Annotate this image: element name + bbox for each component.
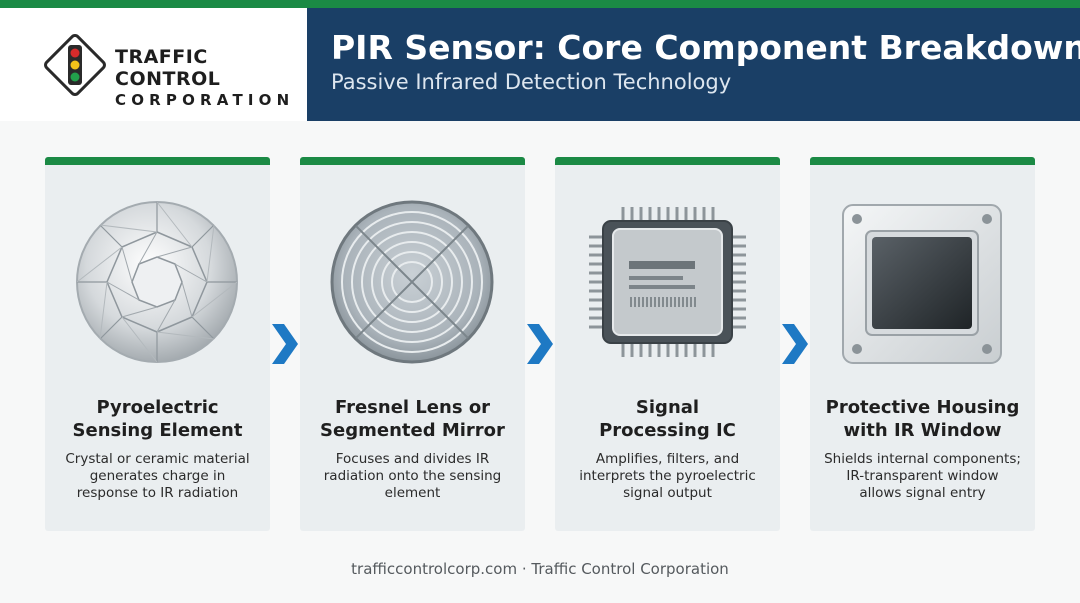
component-card-housing: Protective Housing with IR Window Shield…: [810, 157, 1035, 531]
page-subtitle: Passive Infrared Detection Technology: [331, 70, 732, 94]
footer-credit: trafficcontrolcorp.com · Traffic Control…: [351, 560, 729, 578]
card-description: Shields internal components; IR-transpar…: [824, 451, 1021, 501]
component-card-signal-ic: Signal Processing IC Amplifies, filters,…: [555, 157, 780, 531]
card-accent-bar: [555, 157, 780, 165]
top-accent-bar: [0, 0, 1080, 8]
component-card-fresnel: Fresnel Lens or Segmented Mirror Focuses…: [300, 157, 525, 531]
card-title: Pyroelectric Sensing Element: [72, 397, 243, 441]
card-accent-bar: [810, 157, 1035, 165]
crystal-gem-icon: [76, 201, 238, 363]
card-description: Amplifies, filters, and interprets the p…: [579, 451, 756, 501]
brand-name-line1: TRAFFIC CONTROL: [115, 46, 221, 90]
brand-logo: TRAFFIC CONTROL CORPORATION: [0, 8, 307, 121]
chevron-right-icon: [272, 324, 298, 364]
brand-name-line2: CORPORATION: [115, 91, 295, 109]
fresnel-lens-icon: [330, 200, 494, 364]
card-description: Crystal or ceramic material generates ch…: [65, 451, 250, 501]
card-description: Focuses and divides IR radiation onto th…: [323, 451, 502, 501]
card-accent-bar: [45, 157, 270, 165]
card-title: Fresnel Lens or Segmented Mirror: [320, 397, 505, 441]
card-title: Protective Housing with IR Window: [825, 397, 1020, 441]
traffic-light-icon: [44, 34, 106, 96]
chevron-right-icon: [527, 324, 553, 364]
card-title: Signal Processing IC: [599, 397, 736, 441]
card-accent-bar: [300, 157, 525, 165]
component-card-pyroelectric: Pyroelectric Sensing Element Crystal or …: [45, 157, 270, 531]
housing-window-icon: [842, 204, 1002, 364]
microchip-icon: [589, 207, 746, 357]
page-title: PIR Sensor: Core Component Breakdown: [331, 28, 1080, 67]
chevron-right-icon: [782, 324, 808, 364]
header-banner: PIR Sensor: Core Component Breakdown Pas…: [307, 8, 1080, 121]
